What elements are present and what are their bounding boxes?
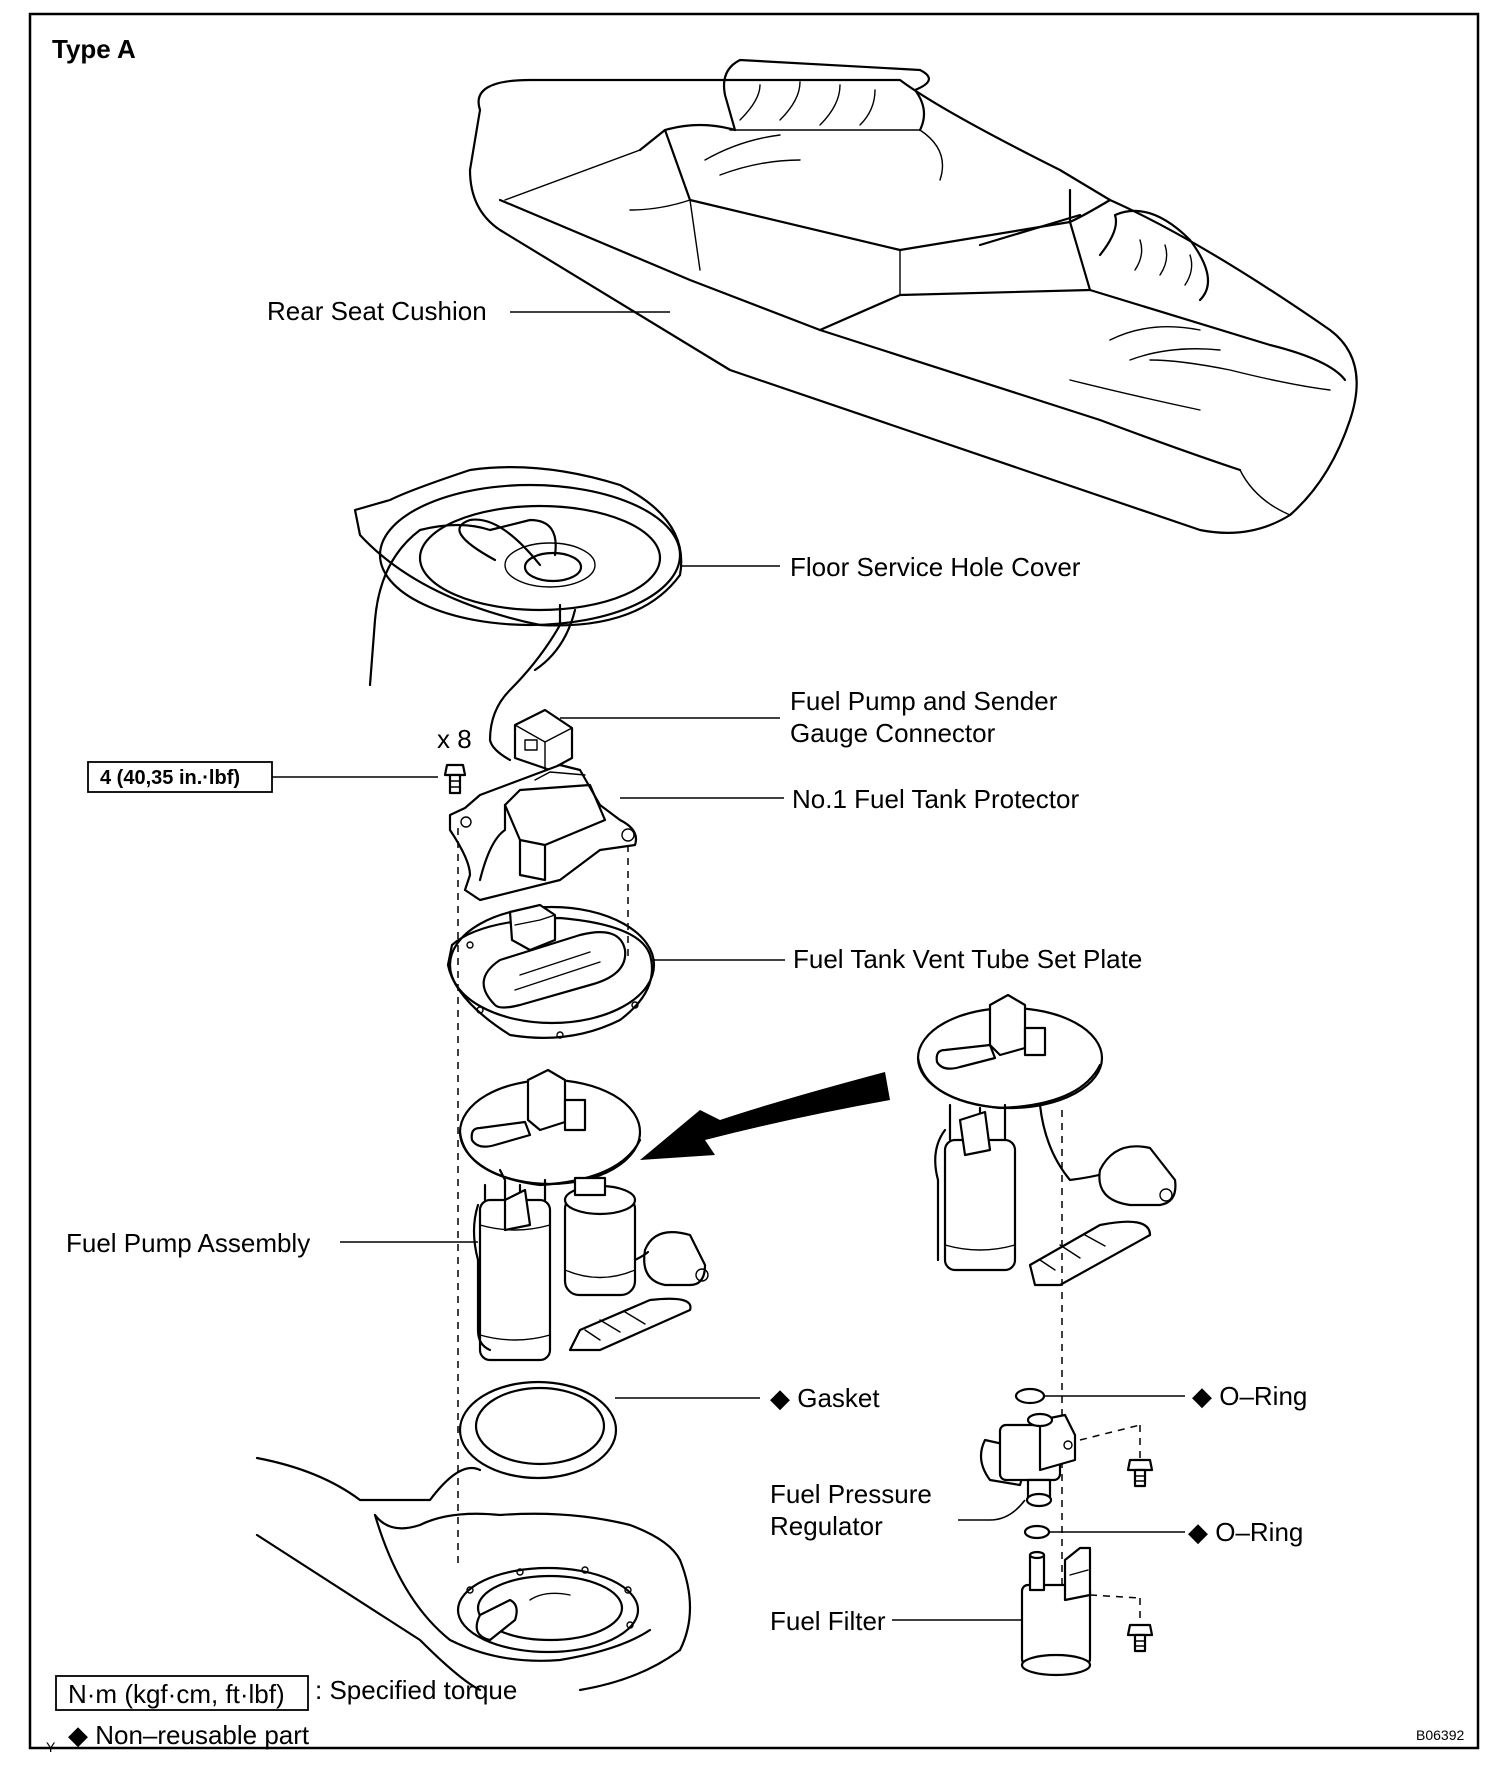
label-floor-service-hole-cover: Floor Service Hole Cover bbox=[790, 552, 1081, 582]
label-torque-value: 4 (40,35 in.·lbf) bbox=[100, 767, 240, 789]
o-ring-upper-drawing bbox=[1014, 1387, 1046, 1405]
fuel-filter-drawing bbox=[1020, 1546, 1092, 1677]
legend-torque-box bbox=[55, 1675, 309, 1711]
fuel-pump-assembly-drawing bbox=[458, 1068, 709, 1362]
screw-upper-icon bbox=[1126, 1458, 1154, 1488]
label-o-ring-lower: ◆ O–Ring bbox=[1188, 1517, 1303, 1547]
fuel-pump-alt-view-drawing bbox=[916, 993, 1177, 1287]
fuel-pressure-regulator-drawing bbox=[979, 1412, 1077, 1508]
curved-arrow-icon bbox=[640, 1072, 890, 1160]
bolt-icon bbox=[443, 763, 467, 795]
label-rear-seat-cushion: Rear Seat Cushion bbox=[267, 296, 487, 326]
bolt-dash-upper bbox=[1079, 1424, 1141, 1441]
fuel-tank-drawing bbox=[255, 1456, 692, 1692]
type-label: Type A bbox=[52, 34, 136, 64]
label-bolt-count: x 8 bbox=[437, 724, 472, 754]
diagram-border bbox=[28, 12, 1480, 1750]
screw-lower-icon bbox=[1126, 1623, 1154, 1653]
corner-mark: Y bbox=[46, 1739, 56, 1755]
figure-code: B06392 bbox=[1416, 1727, 1464, 1743]
label-o-ring-upper: ◆ O–Ring bbox=[1192, 1381, 1307, 1411]
label-fuel-filter: Fuel Filter bbox=[770, 1606, 886, 1636]
fuel-tank-protector-drawing bbox=[448, 763, 638, 902]
floor-service-hole-cover-drawing bbox=[353, 466, 683, 762]
label-no1-fuel-tank-protector: No.1 Fuel Tank Protector bbox=[792, 784, 1079, 814]
leader-regulator bbox=[958, 1499, 1026, 1521]
label-connector-line1: Fuel Pump and Sender bbox=[790, 686, 1058, 716]
legend-torque-unit: N·m (kgf·cm, ft·lbf) bbox=[68, 1679, 285, 1709]
legend-torque-desc: : Specified torque bbox=[315, 1675, 517, 1705]
label-connector-line2: Gauge Connector bbox=[790, 718, 996, 748]
rear-seat-cushion-drawing bbox=[468, 58, 1358, 534]
label-regulator-line1: Fuel Pressure bbox=[770, 1479, 932, 1509]
label-fuel-tank-vent-tube-set-plate: Fuel Tank Vent Tube Set Plate bbox=[793, 944, 1142, 974]
label-fuel-pump-assembly: Fuel Pump Assembly bbox=[66, 1228, 310, 1258]
gasket-drawing bbox=[458, 1380, 618, 1480]
o-ring-lower-drawing bbox=[1023, 1524, 1051, 1540]
torque-box bbox=[87, 761, 273, 793]
label-gasket: ◆ Gasket bbox=[770, 1383, 880, 1413]
label-regulator-line2: Regulator bbox=[770, 1511, 883, 1541]
vent-tube-set-plate-drawing bbox=[446, 903, 656, 1039]
connector-drawing bbox=[513, 708, 574, 772]
legend-non-reusable: ◆ Non–reusable part bbox=[68, 1720, 310, 1750]
bolt-dash-lower bbox=[1089, 1594, 1141, 1599]
